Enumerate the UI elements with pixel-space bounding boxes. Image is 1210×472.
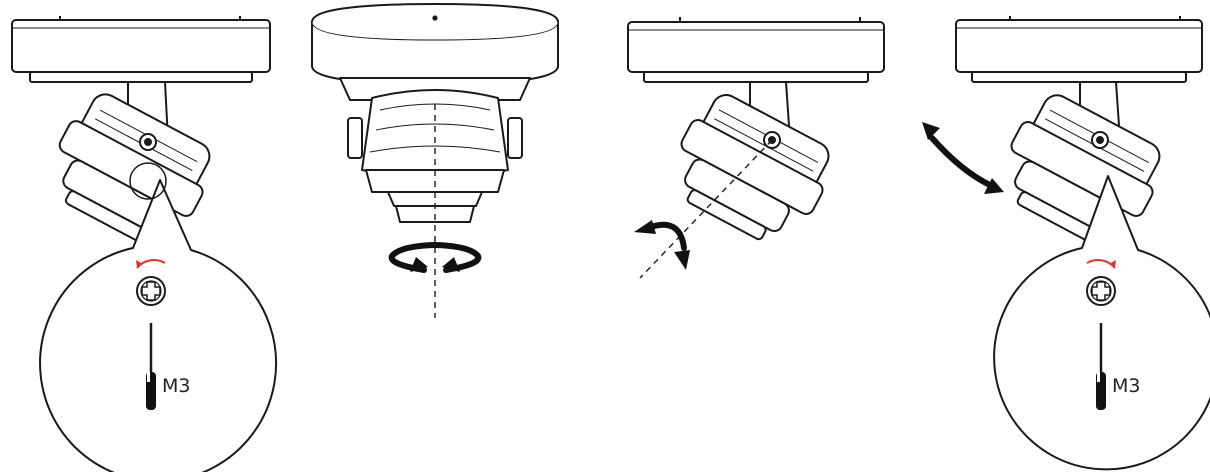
step-tighten-panel: M3 [910,0,1210,472]
camera-base-icon [311,3,559,101]
callout-bubble [993,175,1210,471]
phillips-screw-icon [136,276,166,306]
camera-base-icon [955,16,1203,83]
tool-size-label: M3 [162,375,190,397]
tilt-axis-line [639,139,773,279]
screwdriver-icon [146,323,156,410]
camera-dome-icon [58,93,211,243]
tilt-arrow-icon [634,220,690,270]
camera-dome-icon [680,94,830,241]
tool-size-label: M3 [1112,375,1140,397]
phillips-screw-icon [1086,276,1116,306]
rotate-arrow-icon [388,242,482,273]
step-pan-panel [300,0,570,472]
camera-base-icon [11,16,271,83]
step-tilt-panel [600,0,900,472]
camera-dome-icon [1010,94,1161,243]
step-pan-drawing [311,3,559,318]
step-tighten-drawing: M3 [922,16,1210,471]
callout-bubble [39,179,278,472]
step-tilt-drawing [627,17,885,279]
camera-dome-icon [347,89,523,223]
curved-double-arrow-icon [922,122,1004,194]
step-loosen-drawing: M3 [11,16,278,472]
camera-base-icon [627,17,885,83]
step-loosen-panel: M3 [0,0,300,472]
screwdriver-icon [1096,323,1106,410]
